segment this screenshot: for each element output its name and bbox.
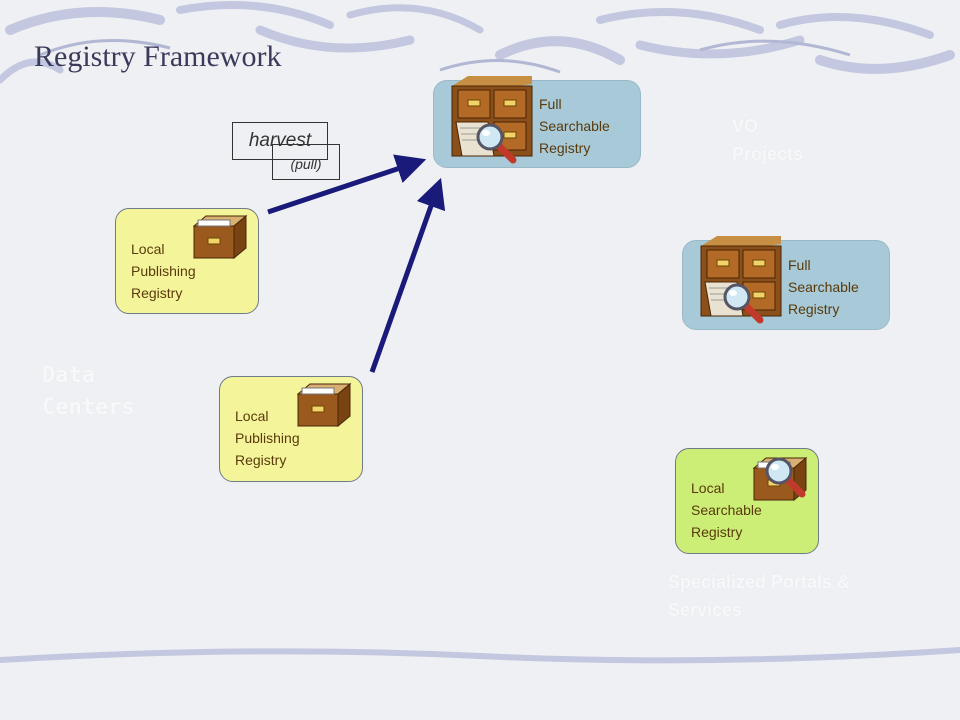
file-cabinet-icon (451, 76, 533, 157)
full-searchable-registry-right-label: Full Searchable Registry (788, 257, 859, 317)
page-title: Registry Framework (34, 40, 282, 73)
pull-label: (pull) (272, 144, 340, 180)
local-searchable-registry-label: Local Searchable Registry (691, 480, 762, 540)
harvest-arrow-1 (267, 154, 427, 215)
vo-projects-label: VO Projects (732, 116, 804, 164)
magnifier-icon (723, 283, 764, 324)
magnifier-icon (476, 123, 517, 164)
local-publishing-registry-2-label: Local Publishing Registry (235, 408, 300, 468)
local-publishing-registry-1-label: Local Publishing Registry (131, 241, 196, 301)
card-drawer-icon (296, 382, 352, 428)
harvest-arrow-2 (369, 177, 446, 373)
local-searchable-registry[interactable] (675, 448, 819, 554)
full-searchable-registry-top-label: Full Searchable Registry (539, 96, 610, 156)
data-centers-label: Data Centers (42, 363, 135, 420)
card-drawer-icon (192, 214, 248, 260)
harvest-label: harvest (232, 122, 328, 160)
specialized-portals-label: Specialized Portals & Services (668, 572, 851, 620)
magnifier-icon (765, 457, 806, 498)
